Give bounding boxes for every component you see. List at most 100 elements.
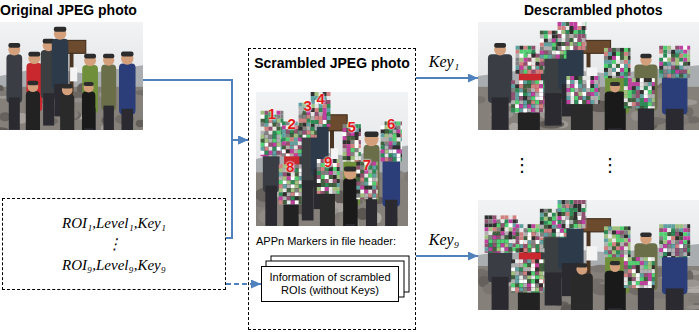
scrambled-block [520, 70, 524, 74]
scrambled-block [624, 90, 628, 94]
scrambled-block [299, 107, 303, 111]
person-legs [103, 106, 113, 130]
scrambled-block [612, 234, 616, 238]
scrambled-block [671, 248, 675, 252]
scrambled-block [687, 240, 690, 244]
scrambled-block [355, 156, 359, 160]
scrambled-block [381, 161, 385, 162]
scrambled-block [562, 46, 566, 50]
scrambled-block [535, 112, 539, 113]
scrambled-block [598, 80, 599, 84]
person-head [103, 54, 114, 65]
scrambled-block [675, 252, 679, 256]
scrambled-block [333, 163, 337, 167]
scrambled-block [640, 98, 644, 102]
person-legs [121, 109, 133, 130]
scrambled-block [644, 106, 648, 108]
scrambled-block [261, 151, 265, 155]
scrambled-block [397, 125, 401, 129]
scrambled-block [598, 100, 599, 104]
scrambled-block [505, 251, 509, 252]
scrambled-block [566, 34, 570, 38]
scrambled-block [397, 121, 401, 125]
scrambled-block [640, 90, 644, 94]
scrambled-block [515, 287, 519, 291]
scrambled-block [536, 62, 540, 66]
scrambled-block [351, 152, 355, 156]
person-legs [366, 196, 377, 226]
scrambled-block [663, 252, 667, 256]
scrambled-block [675, 74, 679, 78]
person-body [320, 182, 335, 226]
callout-number: 1 [268, 104, 276, 121]
scrambled-block [516, 248, 520, 252]
scrambled-block [298, 145, 302, 149]
scrambled-block [586, 76, 590, 80]
scrambled-block [539, 287, 543, 291]
scrambled-block [294, 145, 298, 149]
scrambled-block [570, 200, 574, 204]
scrambled-block [536, 58, 540, 62]
scrambled-block [493, 239, 497, 243]
scrambled-block [283, 188, 287, 192]
scrambled-block [636, 281, 640, 285]
scrambled-block [535, 263, 539, 267]
scrambled-block [604, 242, 608, 246]
scrambled-block [381, 125, 385, 129]
scrambled-block [269, 139, 273, 143]
scrambled-block [608, 246, 612, 250]
scrambled-block [644, 82, 648, 86]
scrambled-block [347, 148, 351, 152]
scrambled-block [632, 90, 636, 94]
scrambled-block [604, 250, 608, 254]
person-body [101, 65, 116, 111]
scrambled-block [299, 172, 302, 176]
scrambled-block [586, 84, 590, 88]
scrambled-block [616, 48, 620, 52]
scrambled-block [683, 77, 687, 78]
scrambled-block [648, 106, 652, 108]
rock [526, 100, 541, 110]
scrambled-block [269, 123, 273, 127]
scrambled-block [578, 26, 582, 30]
scrambled-block [585, 208, 587, 212]
scrambled-block [319, 108, 323, 112]
scrambled-block [535, 88, 539, 92]
scrambled-block [543, 104, 544, 108]
scrambled-block [560, 233, 564, 237]
scrambled-block [652, 285, 655, 288]
scrambled-block [543, 70, 545, 74]
scrambled-block [364, 174, 368, 178]
scrambled-block [527, 263, 531, 267]
scrambled-block [520, 54, 524, 58]
scrambled-block [489, 227, 493, 231]
scrambled-block [620, 242, 624, 246]
scrambled-block [261, 135, 265, 139]
scrambled-block [663, 62, 667, 66]
scrambled-block [401, 157, 402, 161]
scrambled-block [519, 283, 523, 287]
scrambled-block [299, 103, 303, 107]
scrambled-block [536, 70, 540, 74]
scrambled-block [509, 247, 513, 251]
person-body [488, 54, 512, 103]
scrambled-block [644, 98, 648, 102]
scrambled-block [536, 66, 540, 70]
scrambled-block [511, 84, 515, 88]
scrambled-block [667, 256, 671, 257]
scrambled-block [381, 145, 385, 149]
scrambled-block [291, 192, 295, 196]
scrambled-block [675, 54, 679, 58]
scrambled-block [287, 180, 291, 184]
scrambled-block [659, 46, 663, 50]
scrambled-block [298, 149, 302, 153]
scrambled-block [640, 261, 644, 265]
scrambled-block [552, 51, 556, 55]
scrambled-block [548, 58, 552, 59]
scrambled-block [675, 62, 679, 66]
scrambled-block [516, 58, 520, 62]
scrambled-block [612, 250, 616, 254]
scrambled-block [687, 228, 690, 232]
scrambled-block [520, 224, 524, 228]
person-body [518, 270, 540, 310]
